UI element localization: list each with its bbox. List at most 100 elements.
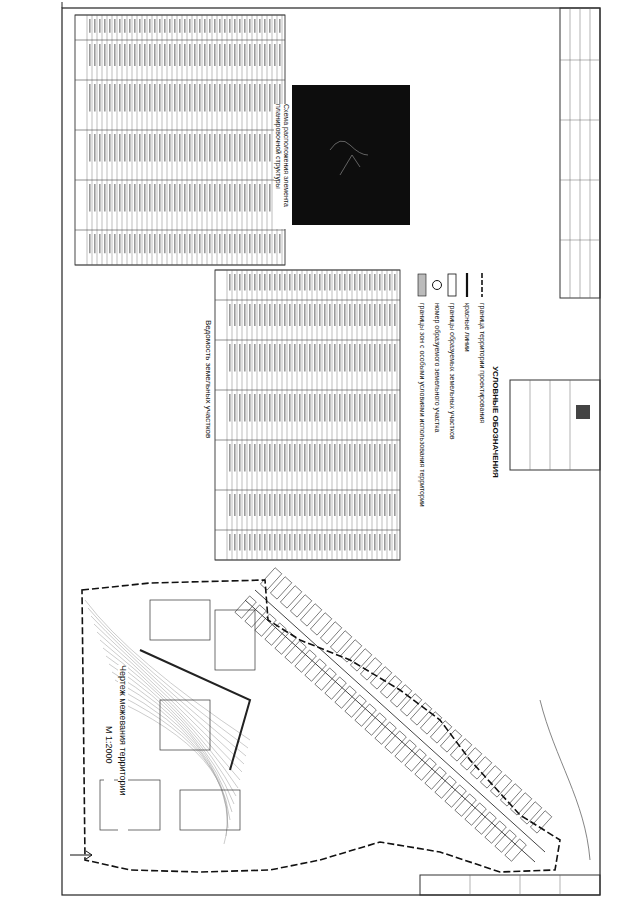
table-cell-entry [334,274,336,291]
table-cell-entry [89,44,91,66]
table-cell-entry [309,394,311,422]
legend-sample [476,272,488,298]
stamp-line [570,380,571,470]
table-cell-entry [269,394,271,422]
table-cell-entry [349,534,351,551]
table-row-line [87,15,88,265]
table-cell-entry [149,234,151,253]
table-cell-entry [229,304,231,326]
table-cell-entry [194,134,196,162]
table-cell-entry [299,534,301,551]
table-cell-entry [359,494,361,516]
table-cell-entry [329,304,331,326]
table-cell-entry [269,534,271,551]
table-cell-entry [349,444,351,472]
table-cell-entry [239,304,241,326]
table-cell-entry [99,134,101,162]
table-cell-entry [304,444,306,472]
table-cell-entry [254,234,256,253]
land-parcel [345,695,366,717]
table-cell-entry [284,344,286,372]
table-row-line [102,15,103,265]
table-cell-entry [394,534,396,551]
table-cell-entry [289,304,291,326]
table-cell-entry [229,344,231,372]
table-cell-entry [129,134,131,162]
road [245,600,535,862]
stamp-line [560,120,600,121]
land-parcel [355,704,376,726]
table-cell-entry [124,234,126,253]
table-cell-entry [359,274,361,291]
land-parcel [420,712,441,734]
contour-line [121,696,227,836]
table-row-line [247,15,248,265]
land-parcel [280,586,301,608]
table-cell-entry [199,184,201,212]
table-cell-entry [159,184,161,212]
table-column-line [215,340,400,341]
table-cell-entry [309,534,311,551]
table-cell-entry [219,19,221,33]
contour-line [124,704,228,844]
land-parcel [485,821,506,843]
table-cell-entry [159,134,161,162]
land-parcel [400,694,421,716]
table-cell-entry [194,84,196,112]
table-cell-entry [159,84,161,112]
table-cell-entry [214,234,216,253]
table-cell-entry [254,44,256,66]
table-cell-entry [299,274,301,291]
table-cell-entry [279,444,281,472]
table-cell-entry [169,134,171,162]
table-cell-entry [109,44,111,66]
table-cell-entry [224,134,226,162]
table-cell-entry [259,134,261,162]
table-cell-entry [289,274,291,291]
table-cell-entry [169,234,171,253]
land-parcel [300,604,321,626]
land-parcel [410,703,431,725]
legend-text: граница территории проектирования [478,303,486,423]
table-cell-entry [279,234,281,253]
table-cell-entry [319,344,321,372]
table-cell-entry [99,19,101,33]
table-cell-entry [244,184,246,212]
land-parcel [100,780,160,830]
table-cell-entry [204,184,206,212]
table-cell-entry [104,84,106,112]
table-cell-entry [394,304,396,326]
table-row-line [242,270,243,560]
sample-line [481,273,483,297]
stamp-line [590,8,591,298]
table-cell-entry [329,274,331,291]
table-cell-entry [134,184,136,212]
table-cell-entry [234,44,236,66]
table-row-line [287,270,288,560]
table-row-line [237,15,238,265]
table-cell-entry [219,134,221,162]
legend-title: УСЛОВНЫЕ ОБОЗНАЧЕНИЯ [491,272,500,572]
table-cell-entry [394,274,396,291]
table-cell-entry [234,394,236,422]
table-cell-entry [334,344,336,372]
table-cell-entry [229,534,231,551]
table-cell-entry [269,344,271,372]
table-cell-entry [139,84,141,112]
table-cell-entry [124,84,126,112]
table-row-line [157,15,158,265]
table-cell-entry [189,44,191,66]
table-row-line [132,15,133,265]
stamp-bottom [420,875,600,895]
table-cell-entry [109,134,111,162]
table-cell-entry [384,534,386,551]
table-cell-entry [359,394,361,422]
legend-text: номер образуемого земельного участка [433,303,441,432]
scheme-box [292,85,410,225]
legend-row: границы зон с особыми условиями использо… [416,272,428,572]
table-cell-entry [129,44,131,66]
table-cell-entry [259,494,261,516]
table-cell-entry [264,494,266,516]
table-cell-entry [329,344,331,372]
table-row-line [272,15,273,265]
